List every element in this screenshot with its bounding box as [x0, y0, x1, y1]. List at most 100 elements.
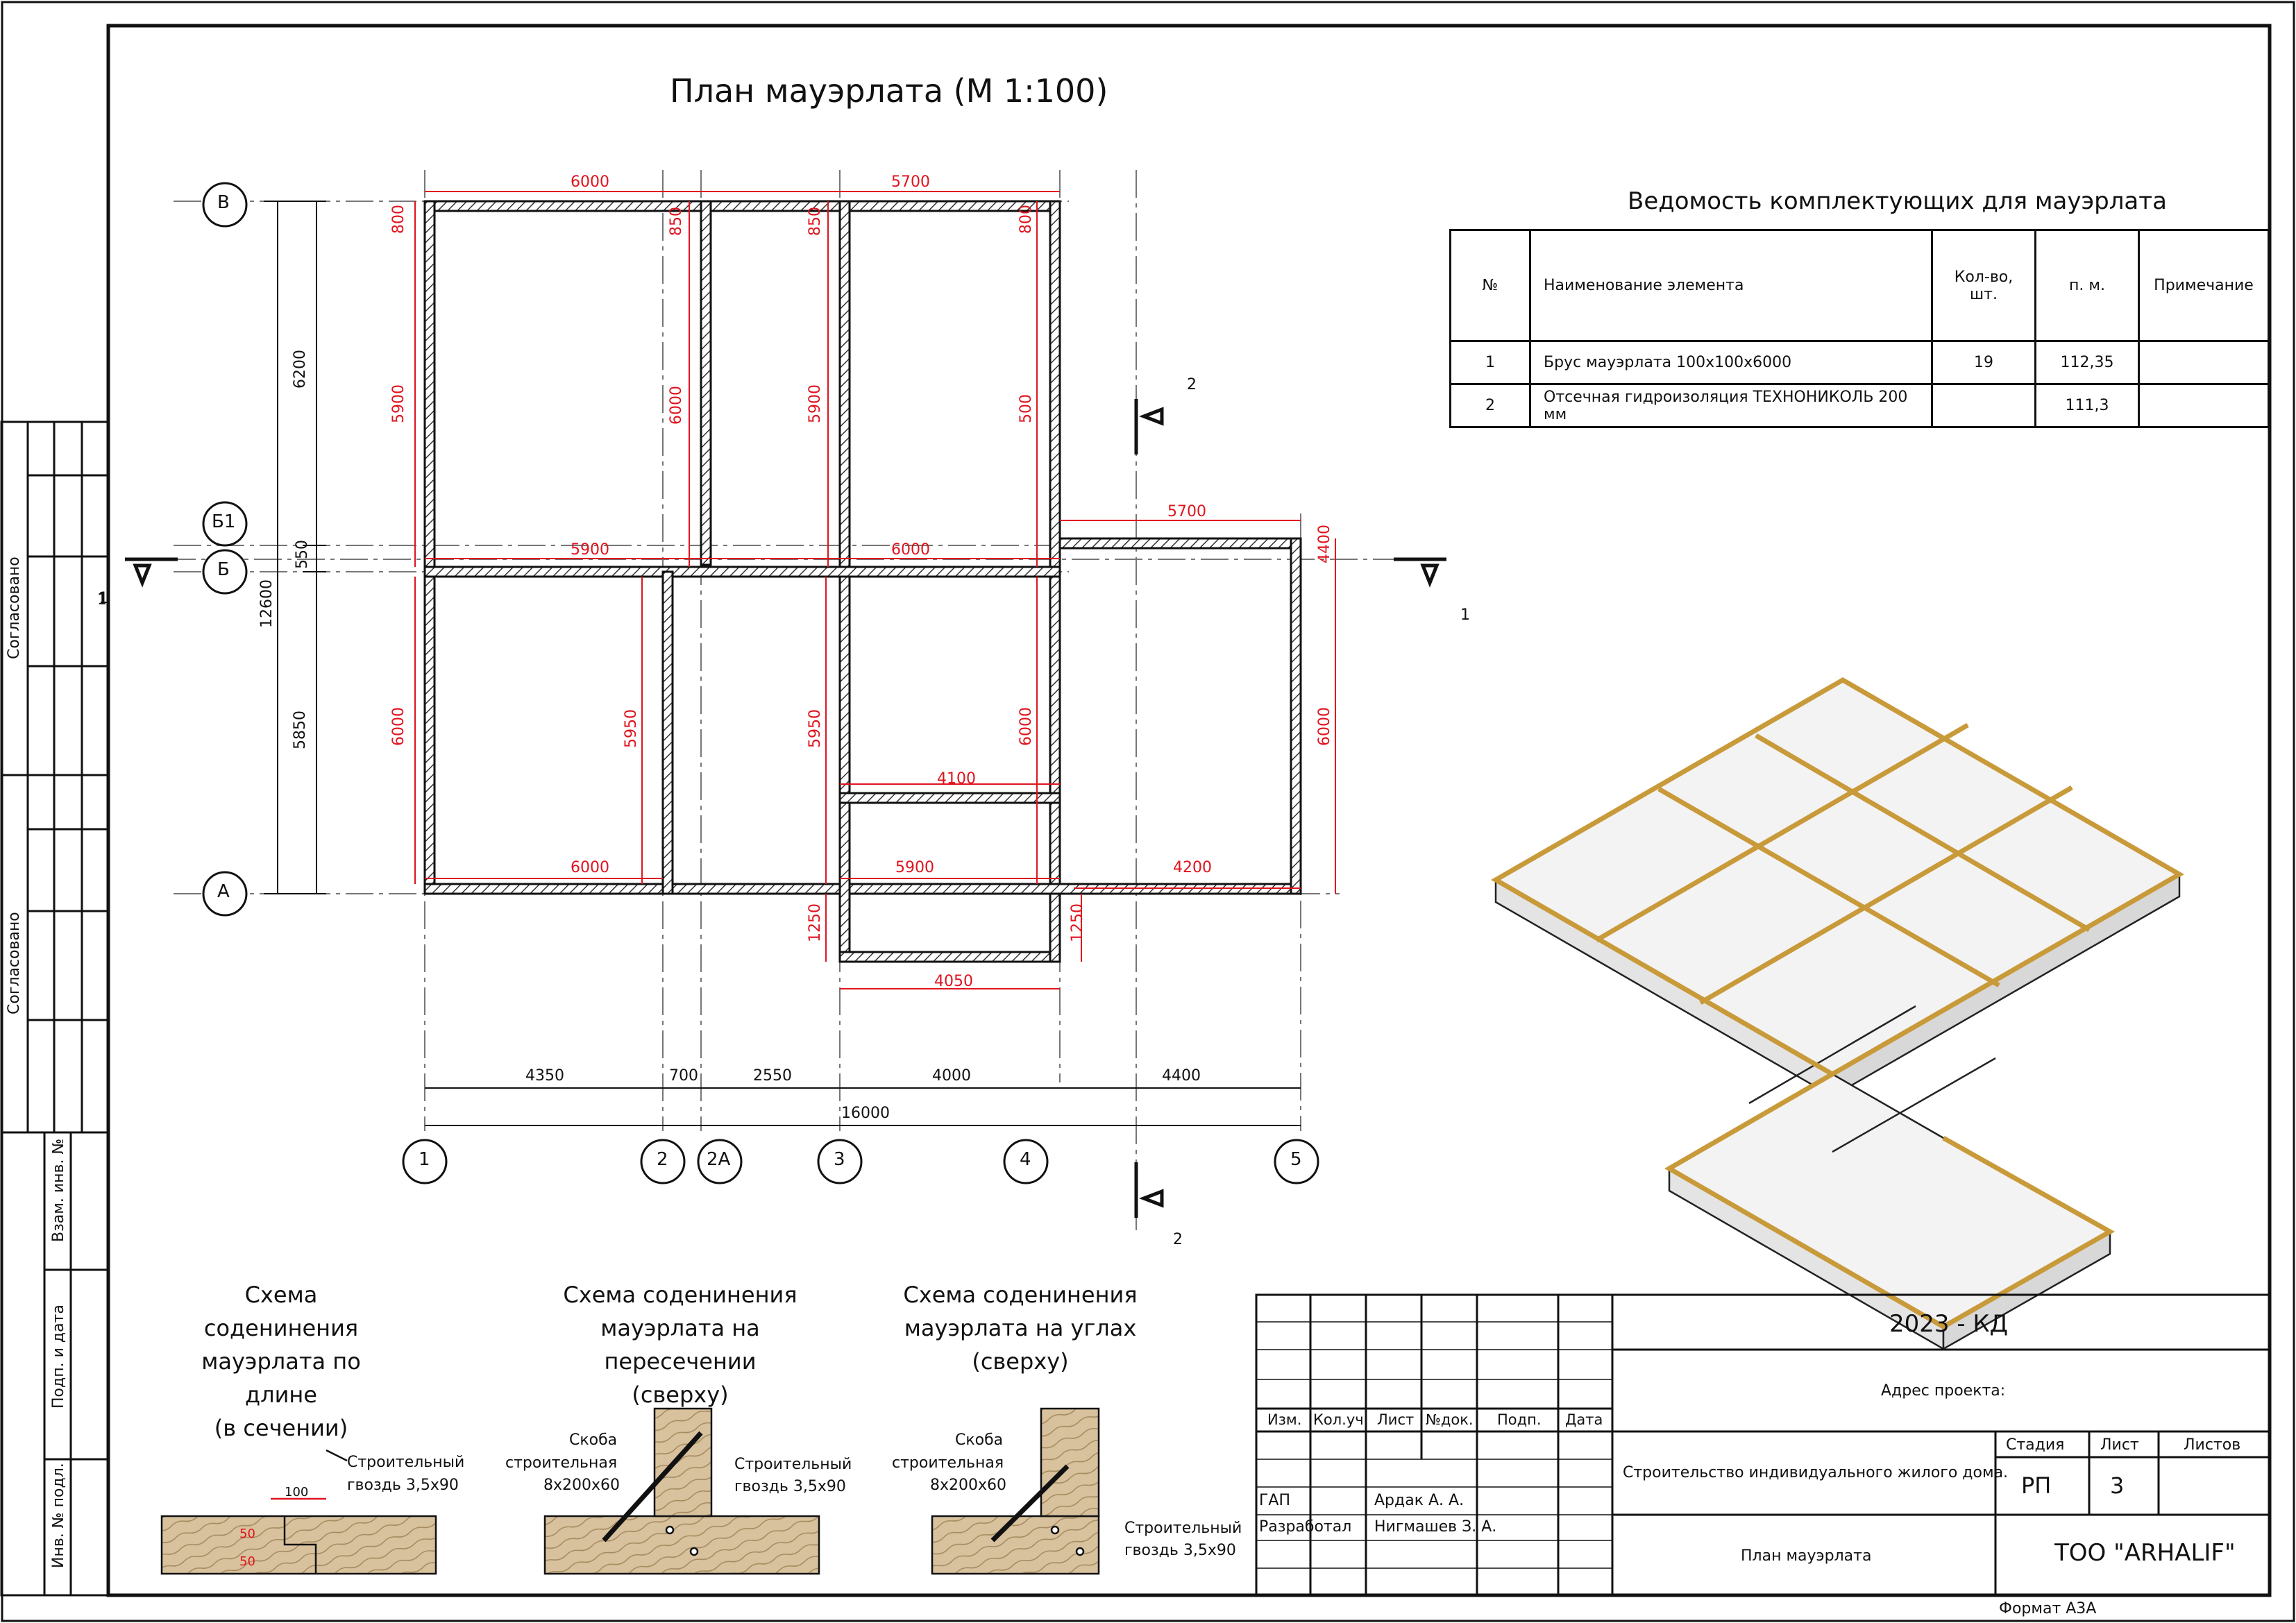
sheets-label: Листов	[2184, 1436, 2241, 1454]
col-ndoc: №док.	[1426, 1411, 1474, 1428]
red-dim: 6000	[390, 707, 407, 746]
scheme-title-line: Схема соденинения	[203, 1282, 359, 1341]
scheme-title-line: мауэрлата по длине	[201, 1348, 361, 1408]
scheme2-label: гвоздь 3,5х90	[734, 1478, 846, 1495]
col-data: Дата	[1565, 1411, 1603, 1428]
scheme2-label: строительная	[505, 1454, 618, 1472]
scheme3-label: Строительный	[1124, 1520, 1242, 1537]
scheme2-label: 8х200х60	[543, 1477, 621, 1494]
scheme-title-line: мауэрлата на пересечении	[600, 1315, 760, 1375]
red-dim: 500	[1018, 394, 1035, 423]
axis-label-4: 4	[1020, 1149, 1031, 1170]
isometric-view	[1494, 679, 2181, 1351]
axis-label-1: 1	[419, 1149, 430, 1170]
axis-label-v: В	[217, 192, 230, 213]
red-dim: 5900	[807, 384, 824, 423]
red-dim: 5700	[1167, 503, 1206, 520]
scheme-title-line: Схема соденинения	[903, 1282, 1138, 1308]
spec-cell	[1931, 383, 2036, 428]
red-dim: 6000	[1018, 707, 1035, 746]
red-dim: 4400	[1316, 525, 1333, 563]
title-block-grid	[1255, 1293, 2271, 1597]
company-name: ТОО "ARHALIF"	[2054, 1539, 2236, 1567]
spec-cell: 19	[1931, 340, 2036, 385]
mauerlat-walls	[423, 200, 1302, 963]
scheme-title-corner: Схема соденинения мауэрлата на углах (св…	[895, 1278, 1145, 1378]
dim-2550: 2550	[753, 1067, 792, 1085]
stage-label: Стадия	[2006, 1436, 2065, 1454]
dim-6200: 6200	[292, 350, 309, 389]
spec-header-note: Примечание	[2138, 229, 2270, 342]
red-dim: 850	[668, 207, 685, 236]
spec-cell: 1	[1449, 340, 1531, 385]
address-label: Адрес проекта:	[1881, 1382, 2006, 1400]
red-dim: 5950	[623, 709, 640, 748]
scheme3-label: гвоздь 3,5х90	[1124, 1542, 1236, 1559]
scheme-title-line: (сверху)	[632, 1382, 729, 1408]
dim-700: 700	[669, 1067, 698, 1085]
stamp-agreed-1: Согласовано	[6, 556, 23, 659]
red-dim: 5900	[895, 859, 934, 876]
joint-scheme-corner	[931, 1407, 1100, 1575]
sheet-label: Лист	[2100, 1436, 2139, 1454]
spec-header-qty: Кол-во, шт.	[1931, 229, 2036, 342]
axis-label-3: 3	[834, 1149, 845, 1170]
section-markers	[125, 399, 1446, 1218]
axis-label-2: 2	[657, 1149, 668, 1170]
joint-scheme-length	[160, 1449, 437, 1575]
role-gap: ГАП	[1259, 1492, 1291, 1509]
sheet-value: 3	[2110, 1472, 2125, 1499]
red-dim: 5900	[571, 541, 609, 559]
red-dim: 6000	[1316, 707, 1333, 746]
doc-code: 2023 - КД	[1889, 1310, 2009, 1338]
spec-table: № Наименование элемента Кол-во, шт. п. м…	[1449, 229, 2270, 428]
spec-cell: 2	[1449, 383, 1531, 428]
spec-row: 1 Брус мауэрлата 100х100х6000 19 112,35	[1449, 340, 2270, 385]
project-name: Строительство индивидуального жилого дом…	[1623, 1464, 2009, 1481]
spec-cell: Брус мауэрлата 100х100х6000	[1529, 340, 1933, 385]
scheme-title-line: (сверху)	[972, 1348, 1069, 1375]
stamp-agreed-2: Согласовано	[6, 912, 23, 1014]
scheme2-label: Строительный	[734, 1456, 852, 1473]
scheme1-label: гвоздь 3,5х90	[347, 1477, 459, 1494]
red-dim: 5700	[891, 173, 930, 191]
scheme-title-line: (в сечении)	[214, 1415, 348, 1441]
dim-12600: 12600	[258, 579, 276, 628]
section-number-right: 1	[1460, 606, 1470, 624]
dim-550: 550	[294, 540, 311, 569]
left-stamp-grid	[0, 420, 110, 1597]
red-dim: 850	[807, 207, 824, 236]
scheme-title-length: Схема соденинения мауэрлата по длине (в …	[167, 1278, 396, 1445]
red-dim: 5950	[807, 709, 824, 748]
dim-4400: 4400	[1162, 1067, 1201, 1085]
spec-cell: 111,3	[2034, 383, 2140, 428]
spec-header-length: п. м.	[2034, 229, 2140, 342]
spec-header-name: Наименование элемента	[1529, 229, 1933, 342]
stamp-replace-inv: Взам. инв. №	[50, 1138, 67, 1242]
scheme-title-line: Схема соденинения	[563, 1282, 797, 1308]
dim-4000: 4000	[932, 1067, 971, 1085]
joint-scheme-cross	[543, 1407, 820, 1575]
col-izm: Изм.	[1267, 1411, 1302, 1428]
col-kolich: Кол.уч.	[1313, 1411, 1369, 1428]
dim-16000: 16000	[841, 1105, 890, 1122]
col-list: Лист	[1377, 1411, 1415, 1428]
scheme-title-line: мауэрлата на углах	[904, 1315, 1137, 1341]
isometric-timber	[1490, 677, 2185, 1330]
scheme3-label: 8х200х60	[930, 1477, 1007, 1494]
page-title: План мауэрлата (М 1:100)	[670, 72, 1108, 110]
red-dim: 800	[1018, 205, 1035, 234]
format-label: Формат А3А	[1999, 1600, 2097, 1617]
spec-cell	[2138, 340, 2270, 385]
black-dimension-lines	[264, 201, 1301, 1126]
axis-bubbles	[202, 182, 1319, 1184]
spec-cell: Отсечная гидроизоляция ТЕХНОНИКОЛЬ 200 м…	[1529, 383, 1933, 428]
scheme1-label: 100	[285, 1485, 309, 1499]
red-dim: 6000	[668, 386, 685, 425]
section-number-top: 2	[1187, 376, 1197, 393]
scheme-title-cross: Схема соденинения мауэрлата на пересечен…	[527, 1278, 833, 1411]
red-dim: 6000	[571, 859, 609, 876]
sheet-name: План мауэрлата	[1741, 1547, 1872, 1565]
red-dim: 1250	[1069, 903, 1086, 942]
